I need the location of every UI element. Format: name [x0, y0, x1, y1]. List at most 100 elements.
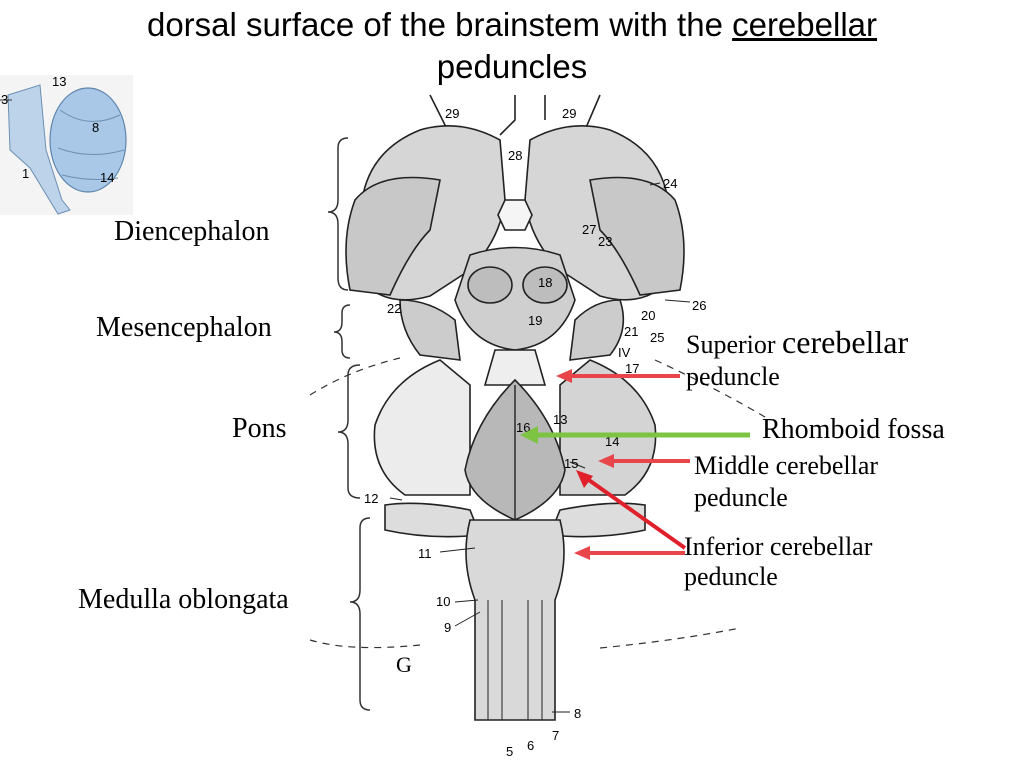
drawing-right-pulvinar — [589, 176, 685, 296]
leader-11 — [439, 547, 476, 553]
label-middle-line-2: peduncle — [694, 483, 788, 512]
region-braces — [327, 137, 371, 711]
num-25: 25 — [650, 330, 664, 345]
num-23: 23 — [598, 234, 612, 249]
leader-15 — [569, 461, 586, 469]
num-13: 13 — [553, 412, 567, 427]
leader-12 — [389, 497, 403, 501]
figure-numbers: 29 29 28 24 27 23 18 22 19 20 26 21 25 I… — [364, 106, 706, 759]
dashed-line-lower-right — [599, 627, 741, 649]
label-g: G — [396, 652, 412, 677]
label-middle-line-1: Middle cerebellar — [694, 451, 879, 480]
title-prefix: dorsal surface of the brainstem with the — [146, 6, 733, 43]
dashed-line-lower-left — [309, 639, 421, 649]
title-underlined-word: cerebellar — [732, 6, 878, 43]
label-arrows — [520, 369, 750, 560]
label-pons: Pons — [232, 413, 287, 444]
drawing-right-middle-peduncle — [559, 359, 657, 496]
drawing-top-lines — [429, 94, 601, 136]
drawing-superior-velum — [483, 349, 547, 386]
inset-brainstem-shape — [7, 84, 71, 215]
num-6: 6 — [527, 738, 534, 753]
num-24: 24 — [663, 176, 677, 191]
num-20: 20 — [641, 308, 655, 323]
inset-number-14: 14 — [100, 170, 114, 185]
label-inferior-cerebellar-peduncle: Inferior cerebellar peduncle — [684, 532, 872, 592]
num-21: 21 — [624, 324, 638, 339]
num-15: 15 — [564, 456, 578, 471]
brace-medulla — [349, 517, 371, 711]
label-mesencephalon: Mesencephalon — [96, 312, 272, 343]
drawing-right-colliculus — [522, 266, 568, 304]
title-line-1: dorsal surface of the brainstem with the… — [0, 4, 1024, 46]
arrow-middle-head — [598, 454, 614, 468]
num-29-right: 29 — [562, 106, 576, 121]
inset-thumbnail: 13 3 8 1 14 — [0, 74, 133, 215]
num-8: 8 — [574, 706, 581, 721]
label-superior-cerebellar-peduncle: Superior cerebellar peduncle — [686, 326, 908, 393]
drawing-left-peduncle-upper — [399, 299, 461, 361]
num-14: 14 — [605, 434, 619, 449]
drawing-left-middle-peduncle — [373, 359, 471, 496]
inset-number-3: 3 — [1, 92, 8, 107]
inset-number-8: 8 — [92, 120, 99, 135]
arrow-inferior-diagonal-line — [584, 476, 687, 550]
arrow-rhomboid-head — [520, 426, 538, 444]
num-11: 11 — [418, 546, 432, 561]
drawing-medulla — [465, 519, 565, 721]
arrow-superior-head — [556, 369, 572, 383]
label-superior-line-1: Superior cerebellar — [686, 326, 908, 361]
label-diencephalon: Diencephalon — [114, 216, 270, 247]
label-medulla-oblongata: Medulla oblongata — [78, 584, 289, 615]
num-12: 12 — [364, 491, 378, 506]
leader-26 — [664, 299, 691, 303]
num-5: 5 — [506, 744, 513, 759]
title-line-2: peduncles — [436, 48, 588, 85]
num-22: 22 — [387, 301, 401, 316]
label-rhomboid-fossa: Rhomboid fossa — [762, 414, 945, 445]
num-10: 10 — [436, 594, 450, 609]
num-27: 27 — [582, 222, 596, 237]
label-superior-cerebellar-word: cerebellar — [782, 324, 909, 360]
drawing-left-colliculus — [467, 266, 513, 304]
leader-10 — [454, 599, 479, 603]
brace-pons — [337, 364, 361, 499]
drawing-pineal-hexagon — [497, 199, 533, 231]
drawing-left-lower-wing — [384, 502, 482, 538]
leader-24 — [649, 182, 661, 186]
drawing-medulla-columns — [487, 600, 543, 720]
num-29-left: 29 — [445, 106, 459, 121]
inset-cerebellum-shape — [49, 87, 127, 193]
inset-folia-lines — [57, 109, 125, 180]
num-18: 18 — [538, 275, 552, 290]
label-superior-word: Superior — [686, 330, 783, 359]
num-9: 9 — [444, 620, 451, 635]
num-28: 28 — [508, 148, 522, 163]
num-16: 16 — [516, 420, 530, 435]
num-19: 19 — [528, 313, 542, 328]
drawing-right-peduncle-upper — [569, 299, 625, 361]
num-7: 7 — [552, 728, 559, 743]
leader-9 — [454, 611, 481, 627]
num-26: 26 — [692, 298, 706, 313]
brace-diencephalon — [327, 137, 349, 291]
arrow-inferior-diagonal-head — [576, 470, 593, 488]
drawing-left-pulvinar — [345, 176, 441, 296]
slide-title: dorsal surface of the brainstem with the… — [0, 4, 1024, 88]
dashed-line-upper-right — [654, 359, 771, 421]
label-middle-cerebellar-peduncle: Middle cerebellar peduncle — [694, 450, 878, 514]
label-superior-line-2: peduncle — [686, 362, 780, 391]
dashed-guides — [309, 357, 771, 649]
label-inferior-line-1: Inferior cerebellar — [684, 532, 873, 561]
label-inferior-line-2: peduncle — [684, 562, 778, 591]
num-IV: IV — [618, 345, 631, 360]
brainstem-drawing — [345, 94, 685, 721]
inset-number-13: 13 — [52, 74, 66, 89]
num-17: 17 — [625, 361, 639, 376]
brace-mesencephalon — [333, 304, 351, 359]
arrow-inferior-head — [574, 546, 590, 560]
number-leaders — [389, 182, 691, 713]
dashed-line-upper-left — [309, 357, 401, 396]
inset-number-1: 1 — [22, 166, 29, 181]
